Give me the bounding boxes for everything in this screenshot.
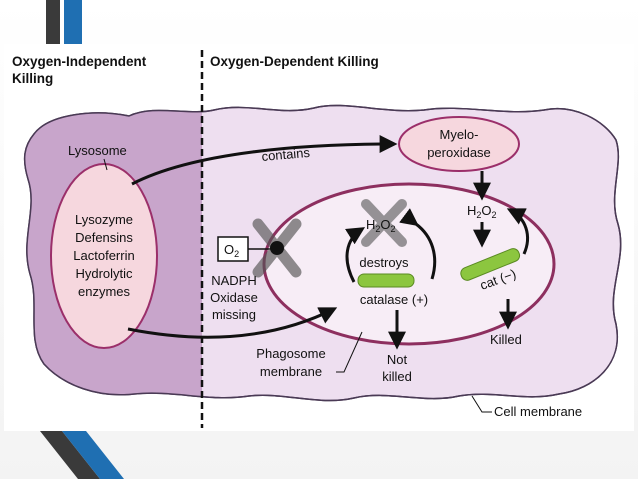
phagosome-membrane-leader — [336, 331, 363, 373]
inner-h2o2-label: H2O2 — [366, 217, 396, 234]
lysosome-label: Lysosome — [68, 143, 127, 158]
oxygen-dependent-header: Oxygen-Dependent Killing — [210, 54, 379, 69]
not-killed-label-line1: Not — [387, 352, 408, 367]
nadph-oxidase-dot — [270, 241, 284, 255]
top-dark-stripe — [46, 0, 60, 44]
right-h2o2-label: H2O2 — [467, 203, 497, 220]
o2-box — [217, 236, 249, 262]
myeloperoxidase-label-line2: peroxidase — [427, 145, 491, 160]
lysosome-leader-line — [103, 158, 108, 171]
lysosome-content-lactoferrin: Lactoferrin — [73, 248, 134, 263]
myeloperoxidase — [398, 116, 520, 172]
not-killed-label-line2: killed — [382, 369, 412, 384]
oxygen-independent-header-line2: Killing — [12, 71, 53, 86]
destroys-label: destroys — [359, 255, 409, 270]
lysosome-content-enzymes: enzymes — [78, 284, 131, 299]
lysosome-content-defensins: Defensins — [75, 230, 133, 245]
catalase-negative-bar — [460, 248, 521, 281]
bottom-blue-stripe — [62, 431, 124, 479]
catalase-positive-bar — [357, 273, 415, 288]
catalase-positive-label: catalase (+) — [360, 292, 428, 307]
lysosome-to-phagosome-arrow — [127, 307, 338, 339]
cat-curved-arrow — [506, 208, 529, 255]
phagosome-membrane-label-line2: membrane — [260, 364, 322, 379]
contains-arrow — [131, 135, 398, 186]
inner-cycle-arrow-right — [399, 208, 437, 280]
myeloperoxidase-label-line1: Myelo- — [439, 127, 478, 142]
phagosome-membrane-label-line1: Phagosome — [256, 346, 325, 361]
nadph-label-line3: missing — [212, 307, 256, 322]
oxygen-independent-header-line1: Oxygen-Independent — [12, 54, 147, 69]
nadph-label-line1: NADPH — [211, 273, 257, 288]
contains-label: contains — [261, 145, 311, 164]
phagocytosis-diagram: Oxygen-Independent Killing Oxygen-Depend… — [4, 44, 634, 431]
lysosome-content-hydrolytic: Hydrolytic — [75, 266, 133, 281]
blocked-x-mark-inner — [361, 199, 407, 247]
o2-label: O2 — [224, 242, 239, 259]
killed-label: Killed — [490, 332, 522, 347]
top-blue-stripe — [64, 0, 82, 44]
lysosome-content-lysozyme: Lysozyme — [75, 212, 133, 227]
nadph-label-line2: Oxidase — [210, 290, 258, 305]
lysosome — [50, 163, 158, 349]
cell-membrane-leader — [471, 395, 492, 413]
cell-membrane-label: Cell membrane — [494, 404, 582, 419]
bottom-dark-stripe — [40, 431, 100, 479]
inner-cycle-arrow-left — [345, 227, 366, 283]
